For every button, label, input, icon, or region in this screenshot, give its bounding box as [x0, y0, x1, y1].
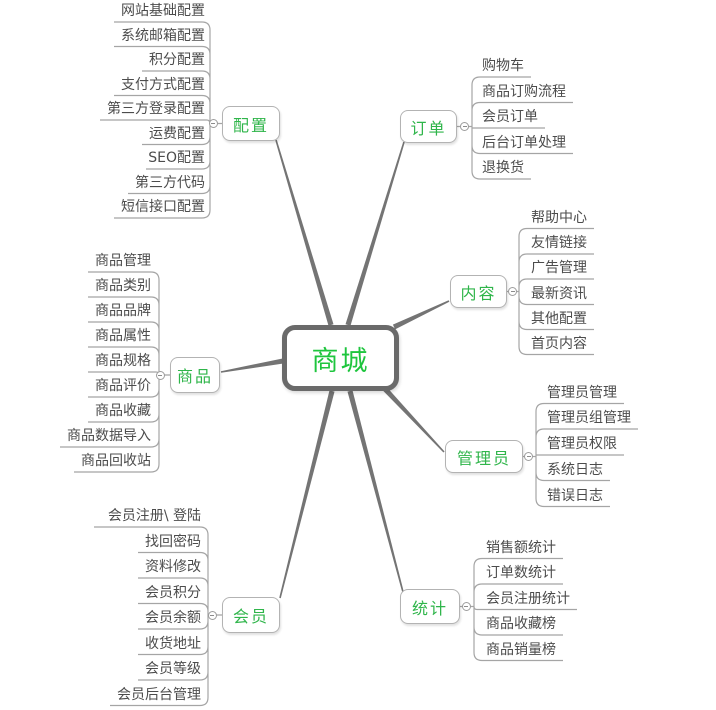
leaf-item[interactable]: 管理员权限: [547, 436, 617, 452]
collapse-minus-icon: [510, 291, 515, 292]
branch-node-order[interactable]: 订单: [400, 110, 457, 143]
leaf-item[interactable]: 会员注册\ 登陆: [107, 508, 201, 524]
leaf-item[interactable]: 商品销量榜: [486, 641, 556, 658]
leaf-item[interactable]: 会员积分: [145, 584, 201, 601]
branch-node-stats[interactable]: 统计: [400, 589, 460, 624]
branch-node-config[interactable]: 配置: [222, 106, 280, 141]
leaf-item[interactable]: 错误日志: [547, 487, 603, 504]
leaf-item[interactable]: 首页内容: [531, 335, 587, 352]
collapse-minus-icon: [211, 123, 215, 124]
leaf-item[interactable]: 最新资讯: [531, 285, 587, 302]
leaf-item[interactable]: 商品品牌: [95, 303, 151, 319]
collapse-toggle-config[interactable]: [208, 119, 218, 128]
branch-connector: [347, 390, 404, 593]
leaf-item[interactable]: 订单数统计: [486, 565, 556, 581]
leaf-item[interactable]: 积分配置: [149, 52, 205, 68]
leaf-item[interactable]: 商品评价: [95, 378, 151, 394]
collapse-toggle-stats[interactable]: [461, 602, 471, 611]
branch-node-product[interactable]: 商品: [170, 357, 220, 393]
leaf-item[interactable]: 会员等级: [145, 661, 201, 677]
leaf-item[interactable]: 商品属性: [95, 328, 151, 344]
leaf-item[interactable]: 管理员组管理: [547, 410, 631, 426]
leaf-item[interactable]: 资料修改: [145, 559, 201, 575]
leaf-item[interactable]: 购物车: [482, 58, 524, 74]
leaf-item[interactable]: 会员注册统计: [486, 590, 570, 607]
leaf-item[interactable]: 会员订单: [482, 109, 538, 125]
collapse-minus-icon: [462, 126, 467, 127]
leaf-item[interactable]: 退换货: [482, 160, 524, 176]
leaf-item[interactable]: 系统邮箱配置: [121, 27, 205, 44]
leaf-item[interactable]: 会员后台管理: [117, 686, 201, 703]
branch-connector: [345, 141, 405, 326]
collapse-minus-icon: [158, 374, 162, 376]
leaf-item[interactable]: 收货地址: [145, 635, 201, 652]
leaf-item[interactable]: SEO配置: [148, 150, 205, 166]
branch-node-member[interactable]: 会员: [222, 597, 280, 633]
branch-node-admin[interactable]: 管理员: [445, 440, 523, 473]
leaf-item[interactable]: 商品数据导入: [67, 428, 151, 444]
leaf-item[interactable]: 销售额统计: [486, 539, 556, 556]
leaf-item[interactable]: 帮助中心: [531, 209, 587, 226]
branch-connector: [275, 139, 334, 326]
leaf-item[interactable]: 商品类别: [95, 278, 151, 294]
leaf-item[interactable]: 第三方代码: [135, 174, 205, 191]
leaf-item[interactable]: 第三方登录配置: [107, 101, 205, 117]
leaf-item[interactable]: 其他配置: [531, 310, 587, 327]
leaf-item[interactable]: 后台订单处理: [482, 134, 566, 151]
leaf-item[interactable]: 运费配置: [149, 125, 205, 142]
leaf-item[interactable]: 商品管理: [95, 253, 151, 269]
leaf-item[interactable]: 商品规格: [95, 353, 151, 369]
collapse-toggle-content[interactable]: [508, 287, 517, 296]
branch-node-content[interactable]: 内容: [450, 275, 507, 308]
leaf-item[interactable]: 会员余额: [145, 610, 201, 626]
leaf-item[interactable]: 系统日志: [547, 461, 603, 478]
branch-connector: [220, 358, 284, 373]
leaf-item[interactable]: 商品回收站: [81, 453, 151, 469]
collapse-toggle-member[interactable]: [207, 610, 217, 620]
branch-connector: [383, 387, 445, 453]
leaf-item[interactable]: 商品收藏榜: [486, 616, 556, 632]
branch-connector: [392, 300, 450, 330]
leaf-item[interactable]: 商品收藏: [95, 403, 151, 419]
leaf-item[interactable]: 支付方式配置: [121, 76, 205, 93]
leaf-item[interactable]: 短信接口配置: [121, 199, 205, 215]
leaf-item[interactable]: 广告管理: [531, 260, 587, 276]
root-node[interactable]: 商城: [282, 325, 399, 391]
collapse-toggle-admin[interactable]: [524, 452, 533, 461]
leaf-item[interactable]: 友情链接: [531, 235, 587, 251]
leaf-item[interactable]: 管理员管理: [547, 384, 617, 401]
collapse-toggle-product[interactable]: [155, 370, 165, 380]
leaf-item[interactable]: 商品订购流程: [482, 83, 566, 100]
branch-connector: [279, 390, 335, 599]
leaf-item[interactable]: 网站基础配置: [121, 3, 205, 19]
collapse-minus-icon: [210, 614, 214, 616]
collapse-toggle-order[interactable]: [460, 122, 469, 131]
collapse-minus-icon: [526, 456, 531, 457]
leaf-item[interactable]: 找回密码: [145, 533, 201, 550]
collapse-minus-icon: [464, 606, 468, 607]
